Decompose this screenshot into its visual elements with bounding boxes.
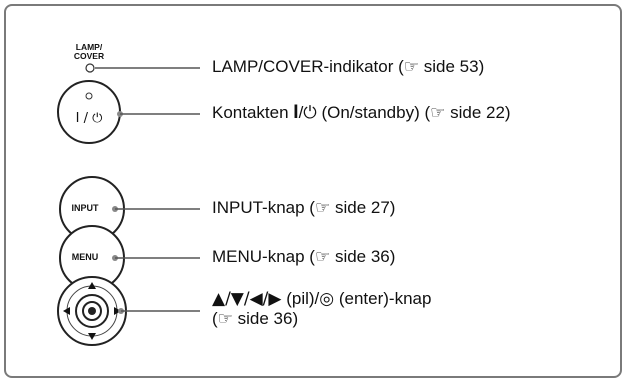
up-arrow-icon xyxy=(88,282,96,289)
input-button-label: INPUT xyxy=(71,203,99,213)
pointing-hand-icon: ☞ xyxy=(217,309,233,329)
enter-icon xyxy=(82,301,102,321)
left-arrow-icon xyxy=(63,307,70,315)
menu-button-label: MENU xyxy=(71,252,99,262)
power-led xyxy=(85,92,93,100)
arrow-keys-icon: ▲/▼/◀/▶ xyxy=(212,289,282,309)
right-arrow-icon xyxy=(114,307,121,315)
enter-icon: ◎ xyxy=(319,289,335,309)
arrows-callout-label: ▲/▼/◀/▶ (pil)/◎ (enter)-knap (☞ side 36) xyxy=(212,289,432,329)
pointing-hand-icon: ☞ xyxy=(314,198,331,218)
pointing-hand-icon: ☞ xyxy=(430,103,446,123)
lamp-cover-indicator xyxy=(85,63,95,73)
pointing-hand-icon: ☞ xyxy=(403,57,420,77)
power-button-label: I / ⏻ xyxy=(75,111,103,126)
indicator-label: LAMP/ COVER xyxy=(73,42,105,61)
menu-callout-label: MENU-knap (☞ side 36) xyxy=(212,247,396,267)
lamp-callout-label: LAMP/COVER-indikator (☞ side 53) xyxy=(212,57,485,77)
down-arrow-icon xyxy=(88,333,96,340)
power-callout-label: Kontakten I/⏻ (On/standby) (☞ side 22) xyxy=(212,102,511,124)
input-callout-label: INPUT-knap (☞ side 27) xyxy=(212,198,396,218)
pointing-hand-icon: ☞ xyxy=(314,247,331,267)
power-icon: ⏻ xyxy=(303,103,317,123)
